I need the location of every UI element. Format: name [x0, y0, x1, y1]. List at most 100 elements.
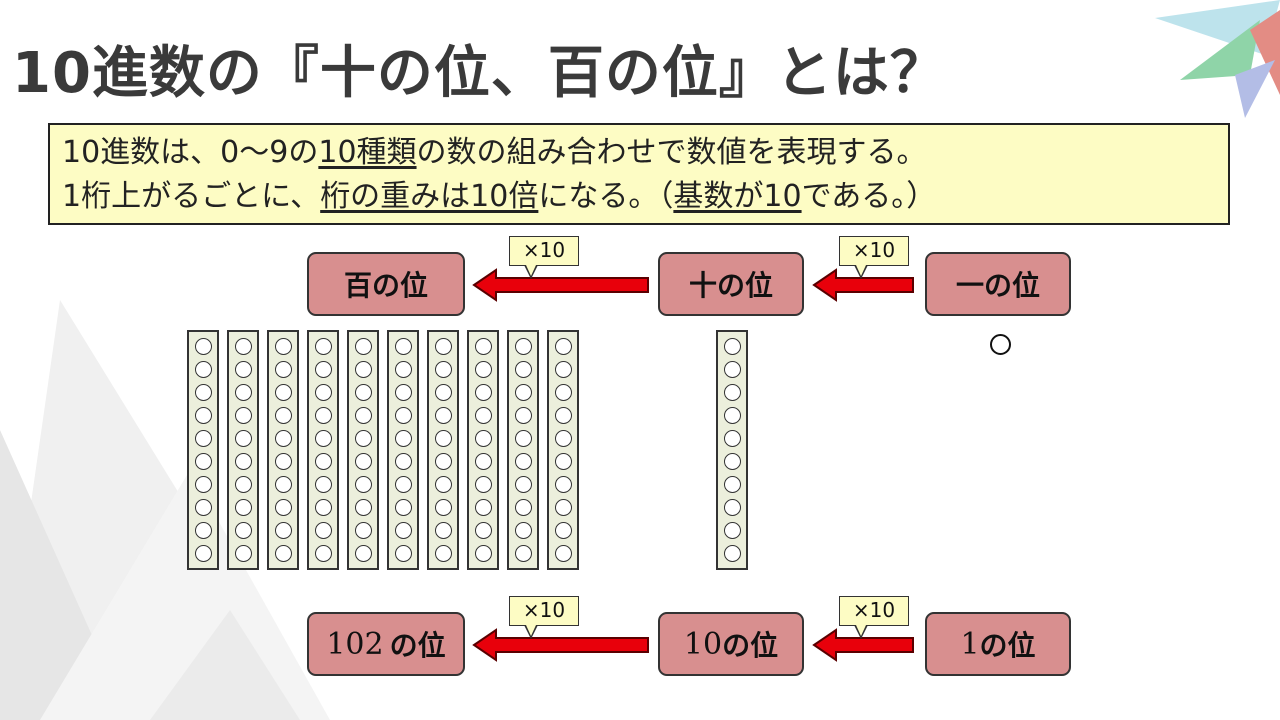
bead [514, 476, 532, 493]
bead [434, 545, 452, 562]
bead [474, 476, 492, 493]
hundreds-rod [267, 330, 299, 570]
bead [274, 338, 292, 355]
bead [474, 545, 492, 562]
bead [194, 522, 212, 539]
bead [514, 453, 532, 470]
bead [434, 338, 452, 355]
bead [314, 430, 332, 447]
bead [554, 407, 572, 424]
bead [554, 430, 572, 447]
corner-shape-blue [1235, 60, 1275, 118]
bead [554, 545, 572, 562]
bead [514, 430, 532, 447]
multiplier-callout: ×10 [509, 236, 579, 279]
bead [394, 361, 412, 378]
tens-rod [716, 330, 748, 570]
bead [234, 338, 252, 355]
bead [554, 499, 572, 516]
summary-text: 1桁上がるごとに、 [62, 179, 321, 214]
bead [474, 407, 492, 424]
bead [274, 545, 292, 562]
hundreds-rod [307, 330, 339, 570]
bead [194, 384, 212, 401]
bead [274, 499, 292, 516]
hundreds-base: 10 [326, 626, 365, 662]
bead [274, 522, 292, 539]
bead [474, 499, 492, 516]
ones-suffix: の位 [979, 629, 1036, 662]
bead [354, 430, 372, 447]
bead [474, 361, 492, 378]
summary-text: である。） [801, 179, 937, 214]
bead [554, 522, 572, 539]
multiplier-callout: ×10 [509, 596, 579, 639]
bead [314, 361, 332, 378]
bead [234, 476, 252, 493]
tens-suffix: の位 [722, 629, 779, 662]
summary-line-1: 10進数は、0～9の10種類の数の組み合わせで数値を表現する。 [62, 131, 1216, 175]
bead [723, 499, 741, 516]
tens-place-box: 十の位 [658, 252, 804, 316]
bead [194, 476, 212, 493]
bg-shape-gray-4 [150, 610, 300, 720]
hundreds-rod [547, 330, 579, 570]
bead [234, 407, 252, 424]
bead [723, 476, 741, 493]
tens-place-label: 十の位 [688, 269, 773, 302]
bead [394, 407, 412, 424]
bead [394, 384, 412, 401]
bead [314, 522, 332, 539]
corner-shape-red [1250, 10, 1280, 95]
bead [514, 407, 532, 424]
bead [514, 384, 532, 401]
bead [314, 338, 332, 355]
hundreds-rod [427, 330, 459, 570]
corner-shape-green [1180, 20, 1260, 80]
page-title: 10進数の『十の位、百の位』とは？ [12, 41, 947, 106]
bead [234, 522, 252, 539]
bead [514, 499, 532, 516]
bead [394, 453, 412, 470]
bead [314, 407, 332, 424]
bead [354, 499, 372, 516]
bead [723, 545, 741, 562]
bead [194, 545, 212, 562]
bead [723, 338, 741, 355]
summary-line-2: 1桁上がるごとに、桁の重みは10倍になる。（基数が10である。） [62, 175, 1216, 219]
summary-text: 10進数は、0～9の [62, 135, 319, 170]
bead [723, 407, 741, 424]
hundreds-rod [187, 330, 219, 570]
hundreds-rod [467, 330, 499, 570]
bead [274, 384, 292, 401]
bead [274, 361, 292, 378]
bead [723, 361, 741, 378]
summary-emphasis: 基数が10 [673, 179, 802, 214]
bead [394, 545, 412, 562]
arrow-left-icon [812, 628, 914, 662]
bead [434, 384, 452, 401]
bead [274, 476, 292, 493]
bead [434, 499, 452, 516]
bead [474, 384, 492, 401]
bead [234, 361, 252, 378]
bead [354, 338, 372, 355]
bead [554, 453, 572, 470]
hundreds-exponent: 2 [364, 626, 384, 662]
multiplier-callout: ×10 [839, 596, 909, 639]
tens-number: 10 [683, 626, 723, 662]
bead [274, 453, 292, 470]
bead [514, 522, 532, 539]
bead [474, 522, 492, 539]
bead [354, 361, 372, 378]
summary-text: になる。（ [538, 179, 674, 214]
bead [394, 338, 412, 355]
bead [723, 430, 741, 447]
ones-place-box: 一の位 [925, 252, 1071, 316]
summary-emphasis: 桁の重みは10倍 [320, 179, 539, 214]
bead [354, 545, 372, 562]
bead [234, 545, 252, 562]
bead [194, 361, 212, 378]
